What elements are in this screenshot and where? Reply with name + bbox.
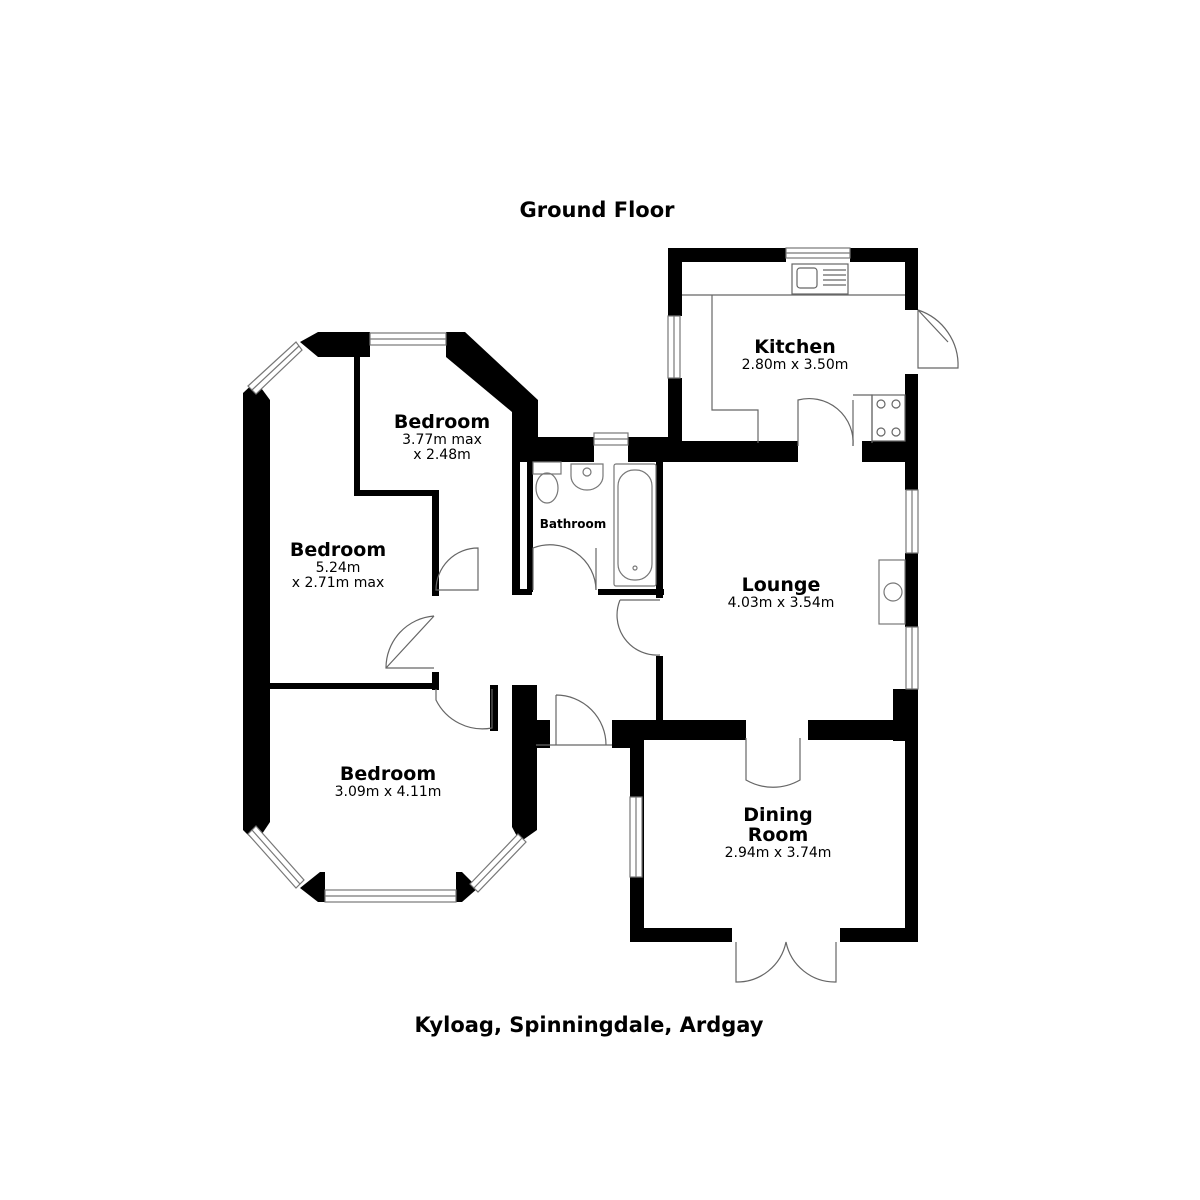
door-kitchen-external (917, 309, 959, 369)
wall-kitchen-bottom-right (862, 441, 918, 462)
door-lounge-hall (616, 599, 661, 656)
room-name: Bedroom (339, 763, 437, 785)
door-bath-hall (532, 544, 597, 591)
walls (243, 248, 918, 942)
room-name: Dining (743, 804, 813, 826)
room-dimension: x 2.48m (413, 446, 471, 463)
wall-interior-hall-left2 (432, 672, 439, 690)
floor-title: Ground Floor (519, 198, 675, 222)
wall-interior-hall-stub (490, 685, 498, 731)
wall-kitchen-top-right (850, 248, 918, 262)
wall-interior-bedtop-bottom (354, 490, 439, 496)
wall-dining-right (905, 720, 918, 942)
room-dimension: 2.94m x 3.74m (724, 844, 832, 861)
room-name: Bedroom (289, 539, 387, 561)
kitchen-counter (682, 263, 906, 443)
wall-kitchen-left (668, 248, 682, 316)
wall-bottom-bedroom-bl (300, 872, 325, 902)
room-label-bathroom: Bathroom (540, 518, 606, 531)
wall-interior-hall-left (432, 490, 439, 596)
room-dimension: 3.09m x 4.11m (334, 783, 442, 800)
doors (385, 309, 959, 983)
wall-interior-bedleft-bottom (268, 683, 439, 689)
room-dimension: 2.80m x 3.50m (741, 356, 849, 373)
room-label-bedroom-left: Bedroom 5.24m x 2.71m max (289, 539, 387, 591)
room-name: Bedroom (393, 411, 491, 433)
wall-interior-bath-bottom (598, 589, 664, 595)
toilet-icon (535, 472, 559, 504)
wall-bottom-bedroom-right (512, 685, 537, 842)
wall-dining-bottom-left (630, 928, 732, 942)
bathtub-icon (613, 463, 657, 587)
wall-lounge-right-mid (905, 553, 918, 627)
room-dimension: x 2.71m max (291, 574, 385, 591)
door-dining-patio (735, 941, 837, 983)
lounge-fireplace (878, 559, 906, 625)
bathroom-fixtures (532, 461, 657, 587)
wall-kitchen-right-top (905, 248, 918, 310)
door-lounge-dining (745, 738, 801, 788)
room-label-kitchen: Kitchen 2.80m x 3.50m (741, 336, 849, 373)
windows (247, 247, 919, 903)
wall-bottom-bedroom-br (456, 872, 478, 902)
room-name: Room (747, 823, 809, 846)
wall-kitchen-top-left (668, 248, 786, 262)
room-dimension: 3.77m max (402, 431, 482, 448)
room-label-bedroom-bottom: Bedroom 3.09m x 4.11m (334, 763, 442, 800)
wall-left-bedroom-top (300, 332, 370, 357)
door-bedbottom-hall (435, 689, 493, 730)
toilet-cistern-icon (532, 461, 562, 475)
door-front (555, 694, 607, 746)
wall-interior-lounge-left (656, 458, 663, 598)
hob-icon (871, 394, 906, 442)
door-kitchen-lounge (797, 397, 854, 447)
wall-lounge-bottom-right (808, 720, 918, 740)
property-address: Kyloag, Spinningdale, Ardgay (414, 1013, 764, 1037)
room-dimension: 4.03m x 3.54m (727, 594, 835, 611)
wall-kitchen-right-mid (905, 374, 918, 490)
wall-dining-bottom-right (840, 928, 918, 942)
wall-hall-right-stub (612, 720, 630, 748)
room-dimension: 5.24m (315, 559, 361, 576)
door-bedtop-hall (435, 547, 479, 591)
wall-left-bedroom-outer-left (243, 381, 270, 843)
room-name: Kitchen (754, 336, 836, 358)
wall-kitchen-bottom (662, 441, 798, 462)
wall-kitchen-left-lower (668, 378, 682, 450)
room-label-bedroom-top: Bedroom 3.77m max x 2.48m (393, 411, 491, 463)
wall-top-bedroom-diagonal (446, 332, 538, 440)
wall-interior-bedtop-left (354, 355, 360, 496)
fireplace-icon (878, 559, 906, 625)
room-label-dining: Dining Room 2.94m x 3.74m (724, 804, 832, 861)
basin-icon (570, 463, 604, 491)
room-name: Lounge (741, 574, 821, 596)
wall-lounge-bottom-left (612, 720, 746, 740)
room-name: Bathroom (539, 517, 607, 531)
room-label-lounge: Lounge 4.03m x 3.54m (727, 574, 835, 611)
wall-interior-stub-small (512, 589, 532, 595)
wall-interior-bedtop-right (512, 437, 520, 594)
sink-icon (791, 263, 849, 295)
wall-interior-lounge-left2 (656, 656, 663, 722)
door-bedleft-hall (385, 615, 435, 669)
wall-interior-bath-left (527, 458, 533, 592)
wall-bathroom-top-left (512, 437, 594, 462)
